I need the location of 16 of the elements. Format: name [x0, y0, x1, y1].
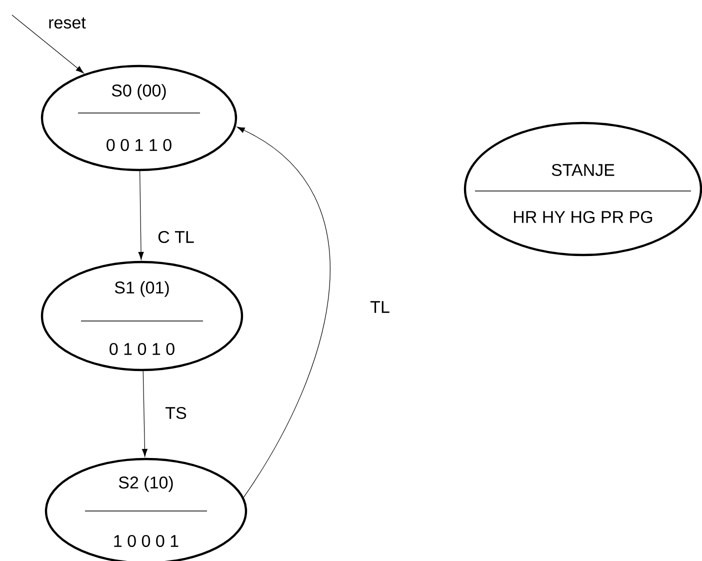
edge-label: TS: [164, 406, 188, 420]
state-name: S2 (10): [118, 476, 173, 492]
arrow: [138, 170, 144, 260]
state-name: S0 (00): [112, 84, 166, 100]
edge-label: TL: [369, 300, 391, 314]
state-name: STANJE: [552, 164, 614, 176]
arrow: [236, 126, 330, 498]
edge-label: reset: [47, 16, 87, 30]
output-values: 0 1 0 1 0: [110, 342, 174, 356]
output-values: HR HY HG PR PG: [514, 210, 652, 224]
output-values: 0 0 1 1 0: [106, 138, 172, 152]
output-values: 1 0 0 0 1: [114, 534, 178, 548]
arrow: [12, 14, 84, 74]
state-name: S1 (01): [114, 281, 169, 297]
arrow: [142, 370, 148, 457]
edge-label: C TL: [156, 230, 196, 244]
